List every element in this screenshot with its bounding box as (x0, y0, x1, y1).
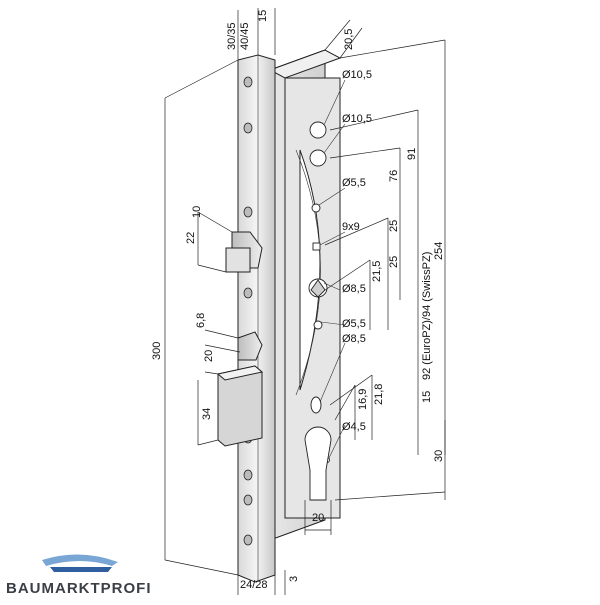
dim-254: 254 (433, 242, 445, 260)
dim-hole-3: Ø5,5 (342, 177, 366, 189)
dimension-lines (164, 8, 446, 595)
faceplate (237, 54, 276, 583)
dim-small-bolt: 6,8 (195, 313, 207, 328)
dim-25b: 25 (388, 256, 400, 268)
logo: BAUMARKTPROFI (6, 554, 152, 597)
dim-30: 30 (433, 450, 445, 462)
dim-depth-top: 20,5 (343, 29, 355, 50)
dim-hole-5: Ø5,5 (342, 318, 366, 330)
dim-hole-1: Ø10,5 (342, 69, 372, 81)
dim-latch-height: 22 (185, 232, 197, 244)
dim-16-9: 16,9 (357, 389, 369, 410)
dim-faceplate-thickness: 3 (288, 576, 300, 582)
dim-21-5: 21,5 (371, 261, 383, 282)
dim-91: 91 (406, 148, 418, 160)
dim-latch-width: 10 (191, 206, 203, 218)
dim-76: 76 (388, 170, 400, 182)
deadbolt (216, 365, 264, 447)
latch (225, 231, 263, 273)
dim-hole-2: Ø10,5 (342, 113, 372, 125)
dim-backset-top: 30/35 (226, 22, 238, 50)
dim-square: 9x9 (342, 221, 360, 233)
dimension-labels: 30/35 40/45 15 20,5 Ø10,5 Ø10,5 Ø5,5 9x9… (151, 10, 445, 591)
dim-distance: 92 (EuroPZ)/94 (SwissPZ) (421, 252, 433, 380)
dim-20-bottom: 20 (312, 512, 324, 524)
dim-bolt-offset: 20 (203, 350, 215, 362)
dim-hole-6: Ø8,5 (342, 333, 366, 345)
dim-faceplate-offset: 15 (257, 10, 269, 22)
dim-hole-4: Ø8,5 (342, 283, 366, 295)
dim-bolt-height: 34 (201, 408, 213, 420)
lock-case (268, 49, 342, 541)
dim-total-height: 300 (151, 342, 163, 360)
auxiliary-bolt (237, 331, 263, 361)
logo-text: BAUMARKTPROFI (6, 580, 152, 597)
dim-21-8: 21,8 (373, 384, 385, 405)
dim-backset-bottom: 40/45 (239, 22, 251, 50)
dim-faceplate-width: 24/28 (240, 579, 268, 591)
logo-swoosh-icon (42, 554, 118, 566)
dim-25a: 25 (388, 220, 400, 232)
dim-15: 15 (421, 391, 433, 403)
body-holes (304, 121, 332, 501)
dim-hole-7: Ø4,5 (342, 421, 366, 433)
